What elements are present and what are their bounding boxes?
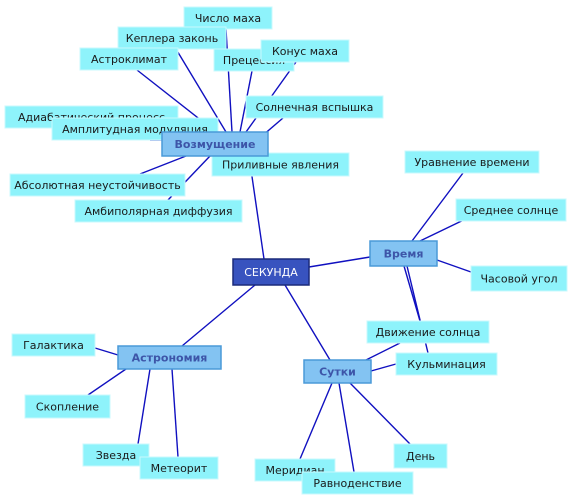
node-l16-box [395, 352, 498, 376]
link-l17 [94, 347, 119, 356]
branch-b2-label: Время [384, 248, 424, 261]
node-l17-label: Галактика [23, 339, 84, 352]
branch-b4-label: Сутки [319, 366, 356, 379]
branch-b2[interactable]: Время [369, 240, 438, 267]
node-l6[interactable]: Солнечная вспышка [245, 95, 384, 119]
node-l23[interactable]: День [393, 443, 448, 469]
link-l25 [338, 382, 355, 473]
node-l2-label: Кеплера законь [126, 32, 218, 45]
node-l2[interactable]: Кеплера законь [117, 26, 227, 50]
link-l20 [171, 368, 179, 458]
node-l3-label: Астроклимат [91, 53, 168, 66]
node-l5-label: Конус маха [272, 45, 338, 58]
link-l18 [87, 368, 127, 396]
link-l14 [436, 259, 472, 273]
node-l20[interactable]: Метеорит [139, 456, 219, 480]
link-l15 [403, 265, 421, 322]
link-l12 [411, 172, 464, 242]
node-l5[interactable]: Конус маха [260, 39, 350, 63]
node-l14-label: Часовой угол [481, 273, 558, 286]
branch-b3-box [117, 345, 222, 370]
node-l23-box [393, 443, 448, 469]
node-l17[interactable]: Галактика [11, 333, 96, 357]
node-l6-label: Солнечная вспышка [256, 101, 374, 114]
node-l12-label: Уравнение времени [414, 156, 529, 169]
node-l3-box [79, 47, 179, 71]
node-l25-label: Равноденствие [313, 477, 401, 490]
node-l5-box [260, 39, 350, 63]
node-l14-box [470, 265, 568, 292]
node-l1[interactable]: Число маха [183, 6, 273, 30]
node-l3[interactable]: Астроклимат [79, 47, 179, 71]
node-l9[interactable]: Приливные явления [211, 152, 350, 177]
node-l19-box [82, 443, 150, 467]
link-center [181, 284, 256, 347]
node-l15-box [366, 320, 490, 344]
link-l1 [225, 28, 233, 133]
node-l11[interactable]: Амбиполярная диффузия [74, 199, 243, 223]
link-l24 [299, 382, 333, 460]
branch-b3[interactable]: Астрономия [117, 345, 222, 370]
node-l13-label: Среднее солнце [464, 204, 559, 217]
node-l17-box [11, 333, 96, 357]
node-l16-label: Кульминация [407, 358, 485, 371]
node-l13-box [455, 198, 567, 222]
node-l10-box [9, 173, 186, 197]
node-l20-label: Метеорит [151, 462, 208, 475]
center-node-box [232, 258, 310, 286]
node-l19[interactable]: Звезда [82, 443, 150, 467]
node-l13[interactable]: Среднее солнце [455, 198, 567, 222]
branch-b4-box [303, 359, 372, 384]
link-center [284, 284, 331, 361]
node-l23-label: День [406, 450, 435, 463]
node-l12[interactable]: Уравнение времени [404, 150, 540, 174]
center-node[interactable]: СЕКУНДА [232, 258, 310, 286]
node-l9-box [211, 152, 350, 177]
node-l9-label: Приливные явления [222, 159, 339, 172]
branch-b1[interactable]: Возмущение [161, 131, 269, 157]
branch-b2-box [369, 240, 438, 267]
link-l10 [139, 155, 187, 175]
branch-b4[interactable]: Сутки [303, 359, 372, 384]
link-l22 [370, 363, 397, 372]
node-l1-label: Число маха [195, 12, 261, 25]
node-l12-box [404, 150, 540, 174]
node-l15[interactable]: Движение солнца [366, 320, 490, 344]
node-l10[interactable]: Абсолютная неустойчивость [9, 173, 186, 197]
branch-b1-label: Возмущение [175, 138, 256, 151]
link-l23 [349, 382, 411, 445]
node-l16[interactable]: Кульминация [395, 352, 498, 376]
center-node-label: СЕКУНДА [244, 266, 298, 279]
node-l10-label: Абсолютная неустойчивость [14, 179, 180, 192]
node-l18-box [24, 394, 111, 419]
node-l25-box [301, 471, 414, 495]
node-l1-box [183, 6, 273, 30]
link-l19 [137, 368, 151, 445]
node-l15-label: Движение солнца [376, 326, 481, 339]
link-center [308, 256, 371, 268]
branch-b3-label: Астрономия [132, 352, 208, 365]
node-l20-box [139, 456, 219, 480]
node-l19-label: Звезда [96, 449, 137, 462]
node-l14[interactable]: Часовой угол [470, 265, 568, 292]
node-l6-box [245, 95, 384, 119]
node-l11-label: Амбиполярная диффузия [84, 205, 232, 218]
node-l18-label: Скопление [36, 401, 99, 414]
node-l11-box [74, 199, 243, 223]
link-l21 [365, 342, 401, 361]
node-l18[interactable]: Скопление [24, 394, 111, 419]
branch-b1-box [161, 131, 269, 157]
node-l25[interactable]: Равноденствие [301, 471, 414, 495]
